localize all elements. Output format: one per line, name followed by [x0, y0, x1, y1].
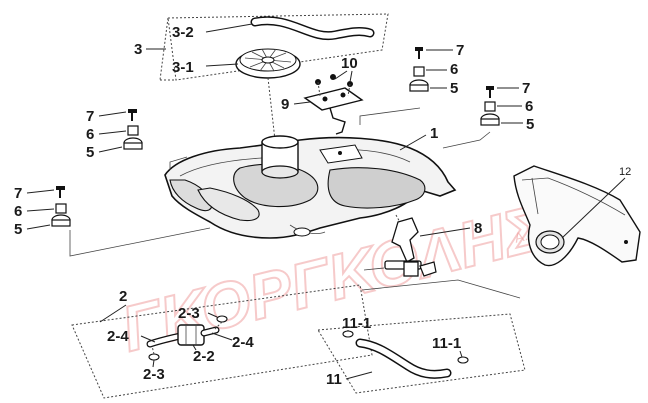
callout-5-a: 5 [430, 80, 458, 97]
callout-3-2: 3-2 [172, 23, 253, 41]
callout-7-c: 7 [86, 108, 127, 125]
callout-8: 8 [419, 220, 482, 237]
callout-10-label: 10 [341, 55, 358, 72]
fuel-hose [342, 330, 469, 379]
callout-6-b-label: 6 [525, 98, 533, 115]
callout-7-a-label: 7 [456, 42, 464, 59]
callout-2-4-b: 2-4 [211, 332, 254, 351]
callout-3-label: 3 [134, 41, 142, 58]
callout-7-a: 7 [426, 42, 464, 59]
callout-6-d: 6 [14, 203, 55, 220]
callout-12-label: 12 [619, 166, 631, 178]
callout-5-d-label: 5 [14, 221, 22, 238]
group-2-box [71, 284, 373, 399]
callout-1: 1 [399, 125, 438, 151]
breather-hose [250, 16, 375, 41]
fastener-stack-d [51, 186, 71, 227]
callout-11: 11 [326, 371, 373, 388]
callout-3: 3 [134, 41, 166, 58]
cap-guide-line [267, 77, 276, 141]
group-11-box [317, 313, 526, 394]
callout-12: 12 [561, 166, 631, 239]
callout-11-label: 11 [326, 371, 342, 388]
fastener-stack-a [409, 47, 429, 92]
callout-11-1-a: 11-1 [342, 315, 371, 332]
callout-1-label: 1 [430, 125, 438, 142]
fuel-tank [164, 135, 457, 239]
callout-7-b: 7 [497, 80, 530, 97]
callout-6-b: 6 [497, 98, 533, 115]
mounting-bracket [303, 87, 364, 135]
filler-cap [235, 48, 301, 79]
callout-2-4-a: 2-4 [107, 328, 156, 345]
callout-10: 10 [334, 55, 358, 83]
callout-3-1: 3-1 [172, 59, 239, 76]
fastener-stack-c [123, 109, 143, 150]
callout-2-3-b: 2-3 [143, 359, 165, 383]
fuel-valve [363, 214, 437, 277]
callout-11-1-b: 11-1 [432, 335, 463, 358]
callout-2: 2 [99, 288, 127, 323]
callout-9-label: 9 [281, 96, 289, 113]
callout-6-a: 6 [426, 61, 458, 78]
callout-2-3-a-label: 2-3 [178, 305, 200, 322]
callout-3-2-label: 3-2 [172, 24, 194, 41]
callout-5-a-label: 5 [450, 80, 458, 97]
callout-5-b: 5 [501, 116, 534, 133]
tank-guide-lines [69, 107, 491, 257]
callout-9: 9 [281, 96, 311, 113]
callout-2-label: 2 [119, 288, 127, 305]
fuel-filter [146, 315, 228, 361]
callout-7-d: 7 [14, 185, 55, 202]
callout-5-c-label: 5 [86, 144, 94, 161]
callout-11-1-a-label: 11-1 [342, 315, 371, 332]
callout-6-a-label: 6 [450, 61, 458, 78]
callout-5-c: 5 [86, 144, 123, 161]
callout-6-d-label: 6 [14, 203, 22, 220]
callout-11-1-b-label: 11-1 [432, 335, 461, 352]
callout-7-b-label: 7 [522, 80, 530, 97]
callout-5-d: 5 [14, 221, 51, 238]
callout-8-label: 8 [474, 220, 482, 237]
group-3-box [159, 13, 389, 81]
callout-2-4-a-label: 2-4 [107, 328, 129, 345]
callout-6-c: 6 [86, 126, 127, 143]
callout-3-1-label: 3-1 [172, 59, 194, 76]
callout-2-3-b-label: 2-3 [143, 366, 165, 383]
callout-2-4-b-label: 2-4 [232, 334, 254, 351]
side-cover [513, 165, 641, 267]
fastener-stack-b [480, 86, 500, 126]
valve-guide-line [361, 279, 521, 299]
callout-7-c-label: 7 [86, 108, 94, 125]
callout-2-2-label: 2-2 [193, 348, 215, 365]
callout-5-b-label: 5 [526, 116, 534, 133]
callout-2-3-a: 2-3 [178, 305, 218, 322]
callout-7-d-label: 7 [14, 185, 22, 202]
callout-2-2: 2-2 [192, 344, 215, 365]
bracket-screws [315, 74, 353, 97]
callout-6-c-label: 6 [86, 126, 94, 143]
